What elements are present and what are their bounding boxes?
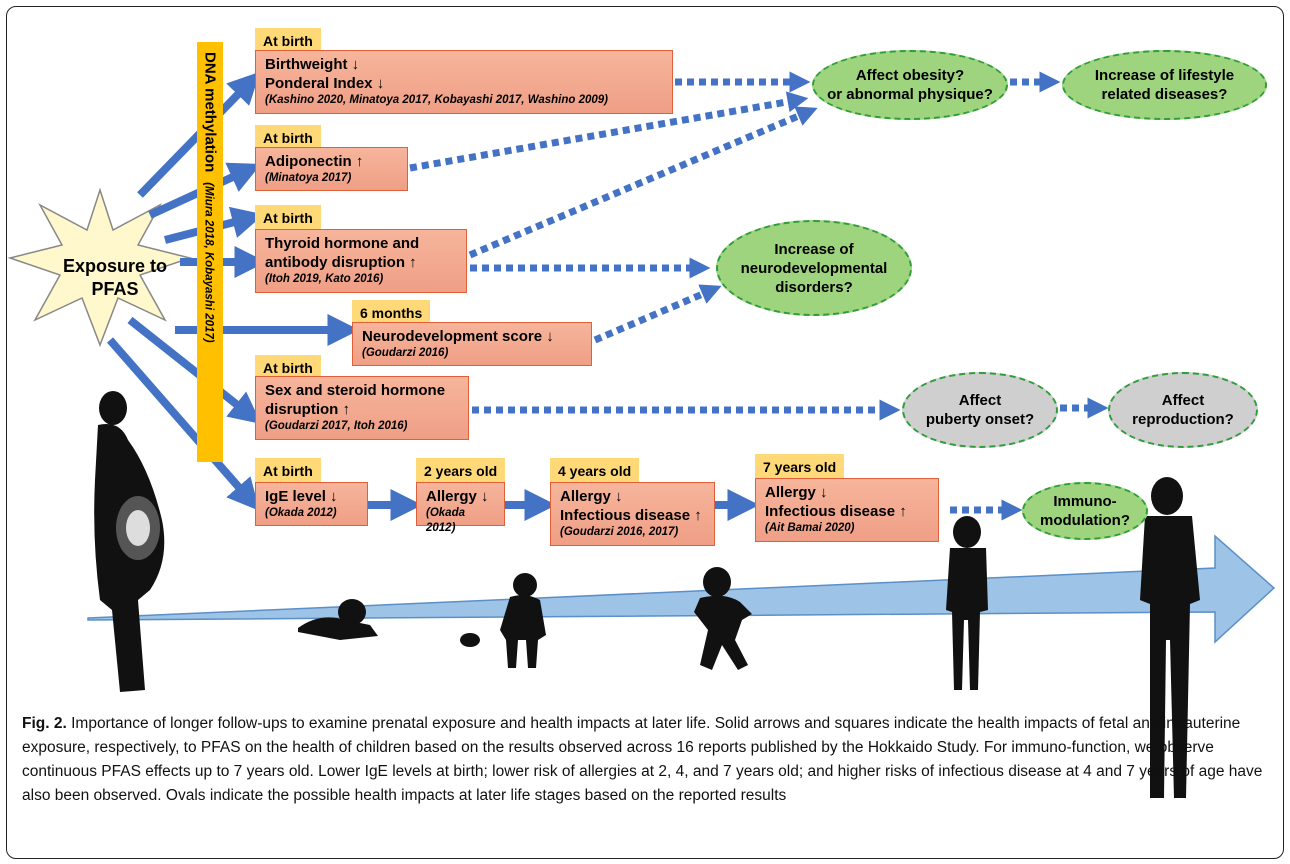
finding-main: Neurodevelopment score ↓ (362, 328, 554, 345)
figure-label: Fig. 2. (22, 715, 67, 732)
life-timeline-arrow (87, 534, 1276, 644)
caption-text: Importance of longer follow-ups to exami… (22, 715, 1263, 804)
finding-box-4y: Allergy ↓ Infectious disease ↑ (Goudarzi… (550, 482, 715, 546)
dotted-arrow-neuro-score (593, 284, 722, 344)
exposure-label: Exposure to PFAS (62, 256, 168, 299)
child-running-silhouette (694, 567, 752, 670)
figure-caption: Fig. 2. Importance of longer follow-ups … (22, 712, 1267, 808)
toddler-silhouette (460, 573, 546, 668)
finding-box-thyroid: Thyroid hormone and antibody disruption … (255, 229, 467, 293)
dna-methylation-title: DNA methylation (201, 52, 219, 173)
finding-ref: (Itoh 2019, Kato 2016) (265, 273, 384, 285)
finding-box-7y: Allergy ↓ Infectious disease ↑ (Ait Bama… (755, 478, 939, 542)
finding-main: Allergy ↓ Infectious disease ↑ (560, 488, 702, 524)
finding-tag: At birth (255, 205, 321, 231)
outcome-oval-immunomodulation: Immuno- modulation? (1022, 482, 1148, 540)
finding-tag: 7 years old (755, 454, 845, 480)
finding-main: Allergy ↓ Infectious disease ↑ (765, 484, 907, 520)
finding-box-neurodevelopment: Neurodevelopment score ↓ (Goudarzi 2016) (352, 322, 592, 366)
finding-ref: (Goudarzi 2017, Itoh 2016) (265, 420, 408, 432)
outcome-oval-lifestyle: Increase of lifestyle related diseases? (1062, 50, 1267, 120)
dotted-arrow-adiponectin-obesity (409, 91, 809, 172)
finding-main: Allergy ↓ (426, 488, 489, 505)
finding-tag: At birth (255, 28, 321, 54)
finding-box-allergy-2y: Allergy ↓ (Okada 2012) (416, 482, 505, 534)
finding-main: Adiponectin ↑ (265, 153, 364, 170)
finding-main: IgE level ↓ (265, 488, 338, 505)
finding-box-sex-hormone: Sex and steroid hormone disruption ↑ (Go… (255, 376, 469, 440)
solid-arrow-sex-hormone (127, 316, 262, 424)
outcome-oval-obesity: Affect obesity? or abnormal physique? (812, 50, 1008, 120)
dna-methylation-bar (197, 42, 223, 462)
adult-man-silhouette (1140, 477, 1200, 798)
finding-box-birthweight: Birthweight ↓ Ponderal Index ↓ (Kashino … (255, 50, 673, 114)
outcome-oval-reproduction: Affect reproduction? (1108, 372, 1258, 448)
finding-main: Thyroid hormone and antibody disruption … (265, 235, 420, 271)
finding-ref: (Minatoya 2017) (265, 172, 352, 184)
finding-ref: (Goudarzi 2016, 2017) (560, 526, 679, 538)
outcome-oval-neurodevelopmental: Increase of neurodevelopmental disorders… (716, 220, 912, 316)
finding-tag: 6 months (352, 300, 431, 326)
finding-ref: (Ait Bamai 2020) (765, 522, 855, 534)
finding-box-adiponectin: Adiponectin ↑ (Minatoya 2017) (255, 147, 408, 191)
finding-box-ige: IgE level ↓ (Okada 2012) (255, 482, 368, 526)
pregnant-woman-silhouette (94, 391, 165, 692)
dotted-arrow-thyroid-obesity (468, 106, 818, 259)
solid-arrow-ige (106, 337, 260, 511)
finding-main: Birthweight ↓ Ponderal Index ↓ (265, 56, 385, 92)
dna-methylation-label: DNA methylation (Miura 2018, Kobayashi 2… (202, 52, 219, 343)
finding-tag: At birth (255, 458, 321, 484)
solid-arrow-birthweight (137, 71, 261, 198)
finding-tag: At birth (255, 125, 321, 151)
exposure-starburst (7, 187, 193, 348)
finding-tag: 4 years old (550, 458, 640, 484)
outcome-oval-puberty: Affect puberty onset? (902, 372, 1058, 448)
finding-main: Sex and steroid hormone disruption ↑ (265, 382, 446, 418)
dotted-outcome-arrows (409, 71, 1109, 521)
finding-ref: (Kashino 2020, Minatoya 2017, Kobayashi … (265, 94, 609, 106)
finding-ref: (Okada 2012) (265, 507, 337, 519)
finding-ref: (Okada 2012) (426, 507, 465, 534)
finding-tag: 2 years old (416, 458, 506, 484)
teen-silhouette (946, 516, 988, 690)
dna-methylation-refs: (Miura 2018, Kobayashi 2017) (202, 182, 215, 343)
finding-ref: (Goudarzi 2016) (362, 347, 449, 359)
infant-crawling-silhouette (298, 599, 378, 640)
